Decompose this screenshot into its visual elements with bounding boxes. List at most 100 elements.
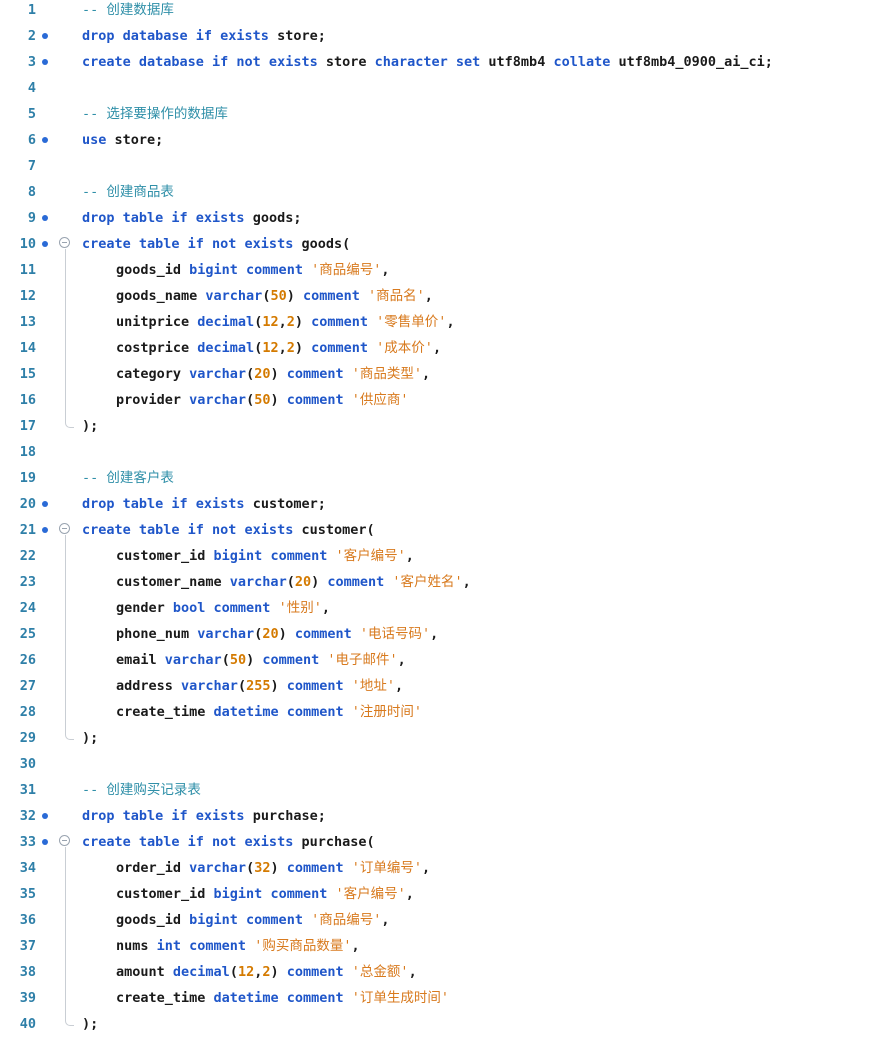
line-number[interactable]: 14 xyxy=(19,340,36,356)
breakpoint-dot-icon[interactable] xyxy=(42,813,48,819)
line-number[interactable]: 11 xyxy=(19,262,36,278)
line-number[interactable]: 30 xyxy=(19,756,36,772)
line-number[interactable]: 27 xyxy=(19,678,36,694)
line-number[interactable]: 8 xyxy=(27,184,36,200)
code-line[interactable]: 7 xyxy=(0,153,874,179)
code-line[interactable]: 5-- 选择要操作的数据库 xyxy=(0,101,874,127)
breakpoint-dot-icon[interactable] xyxy=(42,501,48,507)
fold-guide-line xyxy=(65,847,66,1017)
fold-collapse-icon[interactable] xyxy=(59,237,70,248)
code-line[interactable]: 19-- 创建客户表 xyxy=(0,465,874,491)
code-line[interactable]: 17); xyxy=(0,413,874,439)
code-token: 12 xyxy=(262,314,279,330)
code-line[interactable]: 8-- 创建商品表 xyxy=(0,179,874,205)
breakpoint-dot-icon[interactable] xyxy=(42,527,48,533)
line-number[interactable]: 9 xyxy=(27,210,36,226)
line-number[interactable]: 22 xyxy=(19,548,36,564)
line-number[interactable]: 40 xyxy=(19,1016,36,1032)
line-number[interactable]: 26 xyxy=(19,652,36,668)
line-number[interactable]: 23 xyxy=(19,574,36,590)
line-number[interactable]: 2 xyxy=(27,28,36,44)
code-line[interactable]: 1-- 创建数据库 xyxy=(0,0,874,23)
line-number[interactable]: 7 xyxy=(27,158,36,174)
line-number[interactable]: 19 xyxy=(19,470,36,486)
line-number[interactable]: 20 xyxy=(19,496,36,512)
breakpoint-dot-icon[interactable] xyxy=(42,215,48,221)
code-token: ) xyxy=(311,574,328,590)
line-number[interactable]: 17 xyxy=(19,418,36,434)
code-line[interactable]: 29); xyxy=(0,725,874,751)
code-line[interactable]: 4 xyxy=(0,75,874,101)
line-number[interactable]: 39 xyxy=(19,990,36,1006)
line-number[interactable]: 29 xyxy=(19,730,36,746)
line-number[interactable]: 37 xyxy=(19,938,36,954)
line-number[interactable]: 31 xyxy=(19,782,36,798)
line-number[interactable]: 4 xyxy=(27,80,36,96)
code-token: create table if not exists xyxy=(82,236,302,252)
line-number[interactable]: 38 xyxy=(19,964,36,980)
line-number[interactable]: 3 xyxy=(27,54,36,70)
breakpoint-dot-icon[interactable] xyxy=(42,137,48,143)
breakpoint-dot-icon[interactable] xyxy=(42,33,48,39)
line-number[interactable]: 36 xyxy=(19,912,36,928)
breakpoint-dot-icon[interactable] xyxy=(42,241,48,247)
code-token: '商品编号' xyxy=(311,262,382,278)
line-number[interactable]: 13 xyxy=(19,314,36,330)
line-number[interactable]: 18 xyxy=(19,444,36,460)
line-number[interactable]: 12 xyxy=(19,288,36,304)
code-line[interactable]: 30 xyxy=(0,751,874,777)
line-number[interactable]: 5 xyxy=(27,106,36,122)
code-token: , xyxy=(422,366,431,382)
line-number[interactable]: 21 xyxy=(19,522,36,538)
line-number[interactable]: 32 xyxy=(19,808,36,824)
line-number[interactable]: 35 xyxy=(19,886,36,902)
code-line[interactable]: 18 xyxy=(0,439,874,465)
breakpoint-dot-icon[interactable] xyxy=(42,59,48,65)
code-token: store; xyxy=(277,28,326,44)
line-number[interactable]: 34 xyxy=(19,860,36,876)
line-number[interactable]: 6 xyxy=(27,132,36,148)
line-number[interactable]: 1 xyxy=(27,2,36,18)
line-number[interactable]: 28 xyxy=(19,704,36,720)
line-number[interactable]: 24 xyxy=(19,600,36,616)
line-number[interactable]: 15 xyxy=(19,366,36,382)
fold-collapse-icon[interactable] xyxy=(59,523,70,534)
fold-collapse-icon[interactable] xyxy=(59,835,70,846)
line-number[interactable]: 33 xyxy=(19,834,36,850)
line-number[interactable]: 16 xyxy=(19,392,36,408)
breakpoint-dot-icon[interactable] xyxy=(42,839,48,845)
line-number[interactable]: 25 xyxy=(19,626,36,642)
code-line[interactable]: 31-- 创建购买记录表 xyxy=(0,777,874,803)
line-number[interactable]: 10 xyxy=(19,236,36,252)
code-line[interactable]: 40); xyxy=(0,1011,874,1037)
